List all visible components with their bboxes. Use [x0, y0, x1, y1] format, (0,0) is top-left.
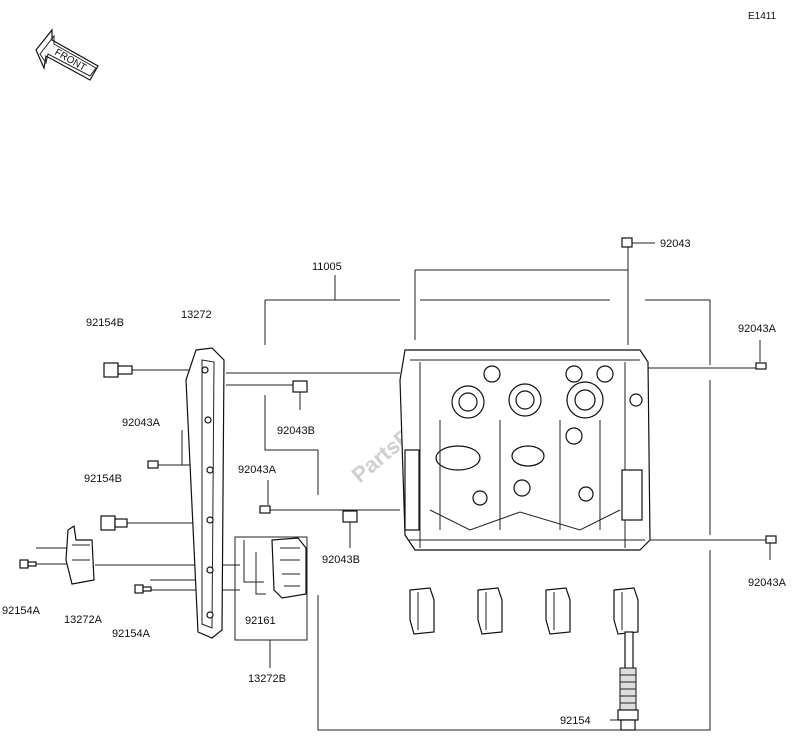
front-arrow-icon [35, 28, 99, 81]
label-92161: 92161 [245, 615, 276, 627]
dowel-92043-top[interactable] [621, 237, 633, 248]
label-92154a-left: 92154A [2, 605, 41, 617]
dowel-92043a-right-bottom[interactable] [765, 535, 777, 544]
gasket-plate[interactable] [185, 347, 225, 639]
label-92043a-left: 92043A [122, 417, 161, 429]
label-92154a-mid: 92154A [112, 628, 151, 640]
bolt-92154b-mid[interactable] [100, 515, 128, 531]
label-92154b-top: 92154B [86, 317, 124, 329]
diagram-code: E1411 [748, 11, 777, 22]
label-13272a: 13272A [64, 614, 103, 626]
dowel-92043a-right-top[interactable] [755, 362, 767, 370]
label-92043b-lower: 92043B [322, 554, 360, 566]
bracket-13272a[interactable] [65, 524, 95, 585]
crankcase-part[interactable] [399, 349, 651, 551]
dowel-92043a-mid[interactable] [259, 505, 271, 514]
bolt-92154b-top[interactable] [103, 362, 133, 378]
label-92154b-mid: 92154B [84, 473, 122, 485]
label-92043a-right-bottom: 92043A [748, 577, 787, 589]
dowel-92043a-left[interactable] [147, 460, 159, 469]
label-92154: 92154 [560, 715, 591, 727]
label-92043a-right-top: 92043A [738, 323, 777, 335]
dowel-92043b-lower[interactable] [342, 510, 358, 523]
label-92043b-upper: 92043B [277, 425, 315, 437]
dowel-92043b-upper[interactable] [292, 380, 308, 393]
crankcase-bolt[interactable] [617, 631, 639, 731]
label-13272: 13272 [181, 309, 212, 321]
bolt-92154a-left[interactable] [19, 559, 37, 569]
label-92043a-mid: 92043A [238, 464, 277, 476]
label-13272b: 13272B [248, 673, 286, 685]
bearing-inserts[interactable] [409, 587, 639, 635]
label-92043-top: 92043 [660, 238, 691, 250]
cover-plate-92161[interactable] [243, 537, 307, 599]
bolt-92154a-mid[interactable] [134, 584, 152, 594]
label-11005: 11005 [312, 261, 342, 273]
